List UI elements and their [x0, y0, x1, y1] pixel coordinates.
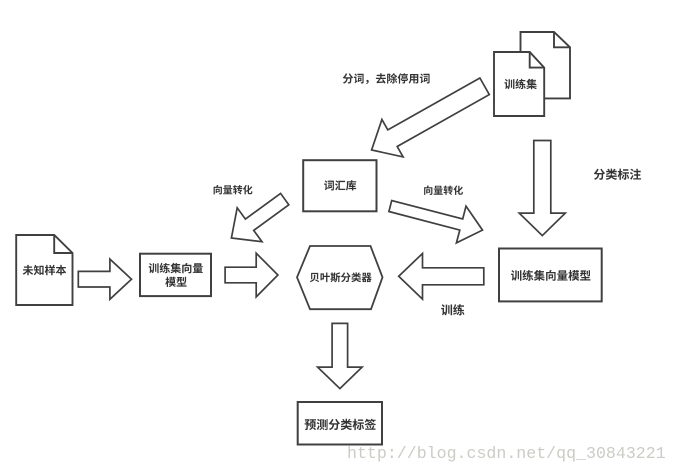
- svg-text:http://blog.csdn.net/qq_308432: http://blog.csdn.net/qq_30843221: [347, 444, 666, 463]
